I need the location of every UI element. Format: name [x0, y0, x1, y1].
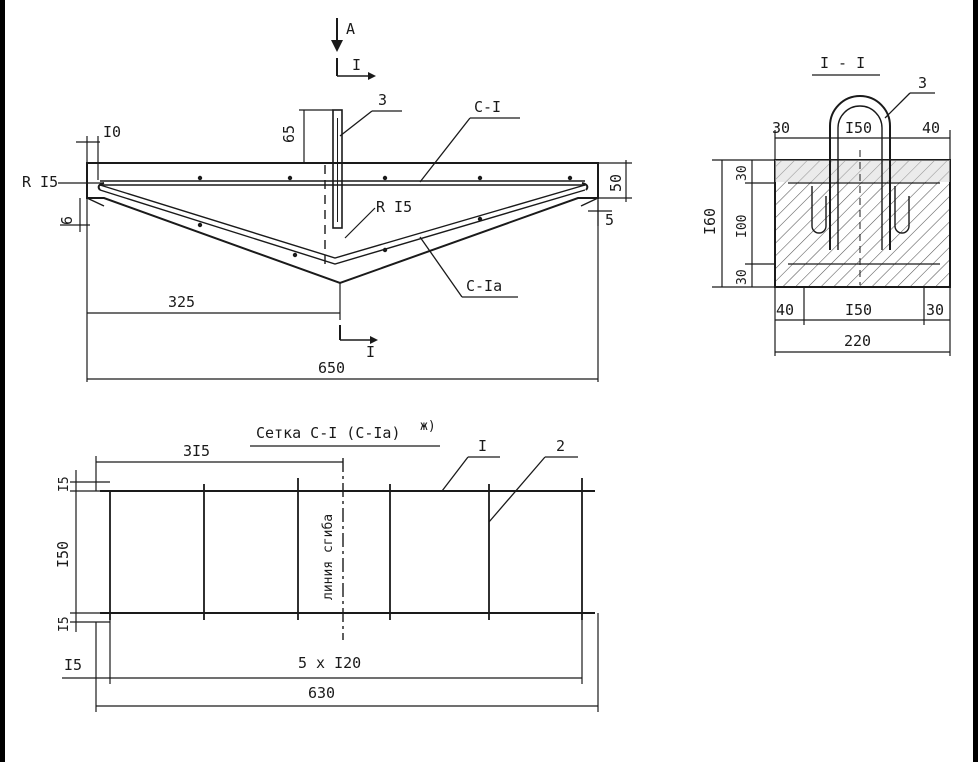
section-lifting-loop-inner — [837, 105, 883, 250]
section-dim-40-bottom: 40 — [776, 301, 794, 319]
dim-630: 630 — [308, 684, 335, 702]
section-dim-30-bottom: 30 — [926, 301, 944, 319]
beam-left-chamfer — [86, 197, 105, 207]
dim-325: 325 — [168, 293, 195, 311]
section-dim-30-v: 30 — [735, 165, 750, 181]
section-mark-top-arrowhead — [368, 72, 376, 80]
part-3-leader — [339, 110, 373, 137]
section-part-3-leader — [884, 92, 911, 119]
mesh-c1a-bar-a — [99, 184, 586, 259]
beam-outline — [86, 162, 599, 285]
section-tag-top: I — [352, 56, 361, 74]
section-dim-30-top: 30 — [772, 119, 790, 137]
elevation-view: A I 3 — [22, 18, 632, 382]
rebar-dots — [197, 175, 573, 258]
section-dim-150-top: I50 — [845, 119, 872, 137]
mesh-top-label: С-I — [474, 98, 501, 116]
dim-10: I0 — [103, 123, 121, 141]
dim-15-mid: I5 — [57, 616, 72, 632]
mesh-c1a-bar-b — [99, 189, 586, 265]
beam-right-chamfer — [580, 197, 599, 207]
part-2-leader — [488, 456, 546, 523]
mesh-title: Сетка С-I (С-Iа) — [256, 424, 401, 442]
section-part-3: 3 — [918, 74, 927, 92]
section-dim-40-top: 40 — [922, 119, 940, 137]
dim-5: 5 — [605, 211, 614, 229]
section-dim-220: 220 — [844, 332, 871, 350]
radius-mid-leader — [344, 207, 376, 239]
section-mark-bottom-arrowhead — [370, 336, 378, 344]
dim-150-mesh: I50 — [54, 541, 72, 568]
section-hairpin-right — [894, 186, 910, 234]
dim-315: 3I5 — [183, 442, 210, 460]
dim-50: 50 — [607, 174, 625, 192]
dim-65: 65 — [280, 125, 298, 143]
section-dim-30-v-bottom: 30 — [735, 269, 750, 285]
view-marker-a: A — [346, 20, 355, 38]
dim-5x120: 5 x I20 — [298, 654, 361, 672]
part-1-label: I — [478, 437, 487, 455]
mesh-title-sup: ж) — [420, 419, 436, 434]
section-title: I - I — [820, 54, 865, 72]
section-dim-160: I60 — [701, 208, 719, 235]
mesh-bottom-label: С-Iа — [466, 277, 502, 295]
section-hairpin-left — [811, 186, 827, 234]
radius-mid: R I5 — [376, 198, 412, 216]
dim-6: 6 — [58, 216, 76, 225]
right-border — [973, 0, 978, 762]
section-lifting-loop — [829, 95, 891, 250]
section-dim-100-v: I00 — [735, 215, 750, 238]
section-view: I - I 3 30 I50 40 I60 3 — [701, 54, 951, 356]
mesh-view: Сетка С-I (С-Iа) ж) линия сгиба I 2 3I5 — [54, 419, 599, 712]
part-1-leader — [441, 456, 469, 492]
dim-15-bottom: I5 — [64, 656, 82, 674]
right-hook — [581, 182, 589, 191]
section-top-band — [775, 160, 950, 182]
part-3-label: 3 — [378, 91, 387, 109]
fold-line-label: линия сгиба — [321, 514, 336, 600]
c1-leader — [419, 117, 471, 183]
lifting-loop — [332, 109, 343, 229]
radius-left: R I5 — [22, 173, 58, 191]
section-tag-bottom: I — [366, 343, 375, 361]
left-border — [0, 0, 5, 762]
dim-650: 650 — [318, 359, 345, 377]
part-2-label: 2 — [556, 437, 565, 455]
dim-15-top: I5 — [57, 476, 72, 492]
view-arrow-head — [331, 40, 343, 52]
section-dim-150-bottom: I50 — [845, 301, 872, 319]
mesh-cross-bars — [109, 478, 583, 620]
c1a-leader — [419, 236, 463, 298]
